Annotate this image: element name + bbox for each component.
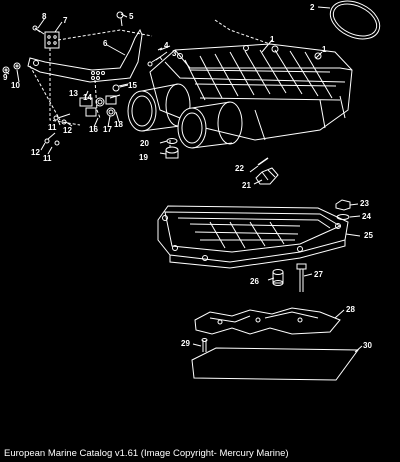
callout-10: 10 [11, 81, 20, 90]
callout-3: 3 [172, 49, 177, 58]
callout-11a: 11 [48, 123, 57, 132]
callout-29: 29 [181, 339, 190, 348]
flat-gasket-part-30 [191, 347, 359, 381]
bracket-part [27, 28, 143, 83]
callout-2: 2 [310, 3, 315, 12]
callout-16: 16 [89, 125, 98, 134]
gasket-plate-part-28 [194, 307, 341, 335]
outlet-tube-left [127, 83, 191, 132]
nut-washer-part-23-24 [335, 199, 351, 220]
callout-18: 18 [114, 120, 123, 129]
callout-5: 5 [129, 12, 134, 21]
pin-part-29 [201, 338, 208, 352]
callout-1a: 1 [270, 35, 275, 44]
outlet-tube-right [177, 101, 243, 149]
callout-26: 26 [250, 277, 259, 286]
bolts-part-11-12 [44, 113, 71, 146]
callout-25: 25 [364, 231, 373, 240]
callout-24: 24 [362, 212, 371, 221]
callout-11b: 11 [43, 154, 52, 163]
callout-13: 13 [69, 89, 78, 98]
callout-19: 19 [139, 153, 148, 162]
callout-17: 17 [103, 125, 112, 134]
cap-part-19-20 [165, 138, 179, 159]
callout-15: 15 [128, 81, 137, 90]
gasket-ring-part [317, 0, 381, 40]
image-caption: European Marine Catalog v1.61 (Image Cop… [4, 448, 289, 459]
callout-21: 21 [242, 181, 251, 190]
intercooler-housing [157, 205, 349, 269]
callout-30: 30 [363, 341, 372, 350]
callout-6: 6 [103, 39, 108, 48]
fittings-part-13-18 [79, 83, 129, 117]
callout-12b: 12 [31, 148, 40, 157]
callout-4: 4 [164, 41, 169, 50]
callout-27: 27 [314, 270, 323, 279]
callout-12a: 12 [63, 126, 72, 135]
washers-part-9-10 [2, 62, 21, 74]
assembly-lines [29, 19, 271, 160]
callout-9: 9 [3, 73, 8, 82]
callout-1b: 1 [322, 45, 327, 54]
callout-28: 28 [346, 305, 355, 314]
callout-labels: 1 1 2 3 4 5 6 7 8 9 10 11 11 12 12 13 14… [3, 3, 373, 350]
callout-14: 14 [83, 93, 92, 102]
spacer-bolt-part-26-27 [272, 263, 307, 292]
callout-7: 7 [63, 16, 68, 25]
callout-23: 23 [360, 199, 369, 208]
callout-20: 20 [140, 139, 149, 148]
leader-lines [5, 13, 363, 353]
callout-22: 22 [235, 164, 244, 173]
callout-8: 8 [42, 12, 47, 21]
